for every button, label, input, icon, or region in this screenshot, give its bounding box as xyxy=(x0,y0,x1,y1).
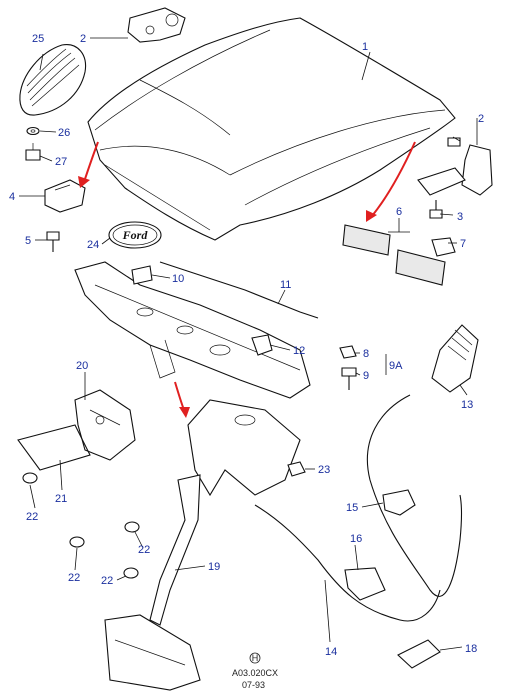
callout-19: 19 xyxy=(208,561,220,573)
callout-11: 11 xyxy=(280,279,291,291)
reference-symbol: H xyxy=(252,653,259,663)
bolt-27 xyxy=(25,143,41,161)
callout-21: 21 xyxy=(55,493,67,505)
callout-9a: 9A xyxy=(389,360,403,372)
callout-22-d: 22 xyxy=(101,575,113,587)
hood-panel xyxy=(87,17,456,241)
callout-8: 8 xyxy=(363,348,369,360)
cable-holder-16 xyxy=(344,567,386,601)
bolt-22d xyxy=(123,567,139,579)
bolt-22a xyxy=(22,472,38,484)
bump-stop-10 xyxy=(131,265,153,285)
callout-1: 1 xyxy=(362,41,368,53)
callout-2-right: 2 xyxy=(478,113,484,125)
callout-4: 4 xyxy=(9,191,15,203)
lock-crossmember xyxy=(74,261,311,399)
callout-26: 26 xyxy=(58,127,70,139)
red-arrow-left xyxy=(78,141,99,188)
callout-24: 24 xyxy=(87,239,99,251)
bumper-7 xyxy=(431,237,456,257)
callout-6: 6 xyxy=(396,206,402,218)
callout-23: 23 xyxy=(318,464,330,476)
callout-15: 15 xyxy=(346,502,358,514)
callout-10: 10 xyxy=(172,273,184,285)
nut-23 xyxy=(287,461,306,477)
callout-25: 25 xyxy=(32,33,44,45)
callout-16: 16 xyxy=(350,533,362,545)
release-handle-13 xyxy=(431,324,479,393)
clip-12 xyxy=(251,334,273,356)
reference-symbol-circle xyxy=(249,652,261,664)
ford-emblem: Ford xyxy=(108,221,162,249)
lower-bracket xyxy=(104,614,201,691)
support-rod-11 xyxy=(159,261,319,319)
washer-26 xyxy=(26,126,40,136)
callouts: 1 2 2 3 4 5 6 7 8 9 9A 10 11 12 13 14 15… xyxy=(9,33,484,658)
callout-27: 27 xyxy=(55,156,67,168)
latch-cover-4 xyxy=(44,179,86,213)
leader-lines xyxy=(19,37,478,651)
callout-22-b: 22 xyxy=(68,572,80,584)
callout-12: 12 xyxy=(293,345,305,357)
seal-strip-6b xyxy=(395,249,446,286)
cable-clip-15 xyxy=(382,489,416,516)
callout-3: 3 xyxy=(457,211,463,223)
reference-date: 07-93 xyxy=(242,680,265,690)
release-cable-14 xyxy=(254,394,463,622)
footer-reference: H A03.020CX 07-93 xyxy=(232,652,278,690)
seal-strip-6a xyxy=(342,224,391,256)
callout-7: 7 xyxy=(460,238,466,250)
striker-bracket xyxy=(187,399,301,497)
callout-5: 5 xyxy=(25,235,31,247)
hinge-right xyxy=(417,144,493,196)
nut-8 xyxy=(339,345,357,359)
callout-20: 20 xyxy=(76,360,88,372)
screw-9 xyxy=(341,367,357,390)
callout-2-top: 2 xyxy=(80,33,86,45)
screw-5 xyxy=(46,231,60,252)
bolt-22b xyxy=(69,536,85,548)
bolt-3-upper xyxy=(447,137,461,147)
callout-22-c: 22 xyxy=(138,544,150,556)
callout-22-a: 22 xyxy=(26,511,38,523)
latch-plate-21 xyxy=(17,424,91,471)
callout-14: 14 xyxy=(325,646,337,658)
cable-clip-18 xyxy=(397,639,441,669)
red-arrow-lower xyxy=(174,381,190,418)
hinge-bracket-top xyxy=(127,7,186,43)
emblem-text: Ford xyxy=(122,228,149,242)
callout-13: 13 xyxy=(461,399,473,411)
callout-9: 9 xyxy=(363,370,369,382)
bolt-22c xyxy=(124,521,140,533)
red-arrow-right xyxy=(366,141,416,222)
bolt-3-lower xyxy=(429,200,443,219)
callout-18: 18 xyxy=(465,643,477,655)
latch-assembly-20 xyxy=(74,389,136,461)
reference-code: A03.020CX xyxy=(232,668,278,678)
grille-panel xyxy=(19,44,87,116)
support-bar-19 xyxy=(149,474,201,626)
